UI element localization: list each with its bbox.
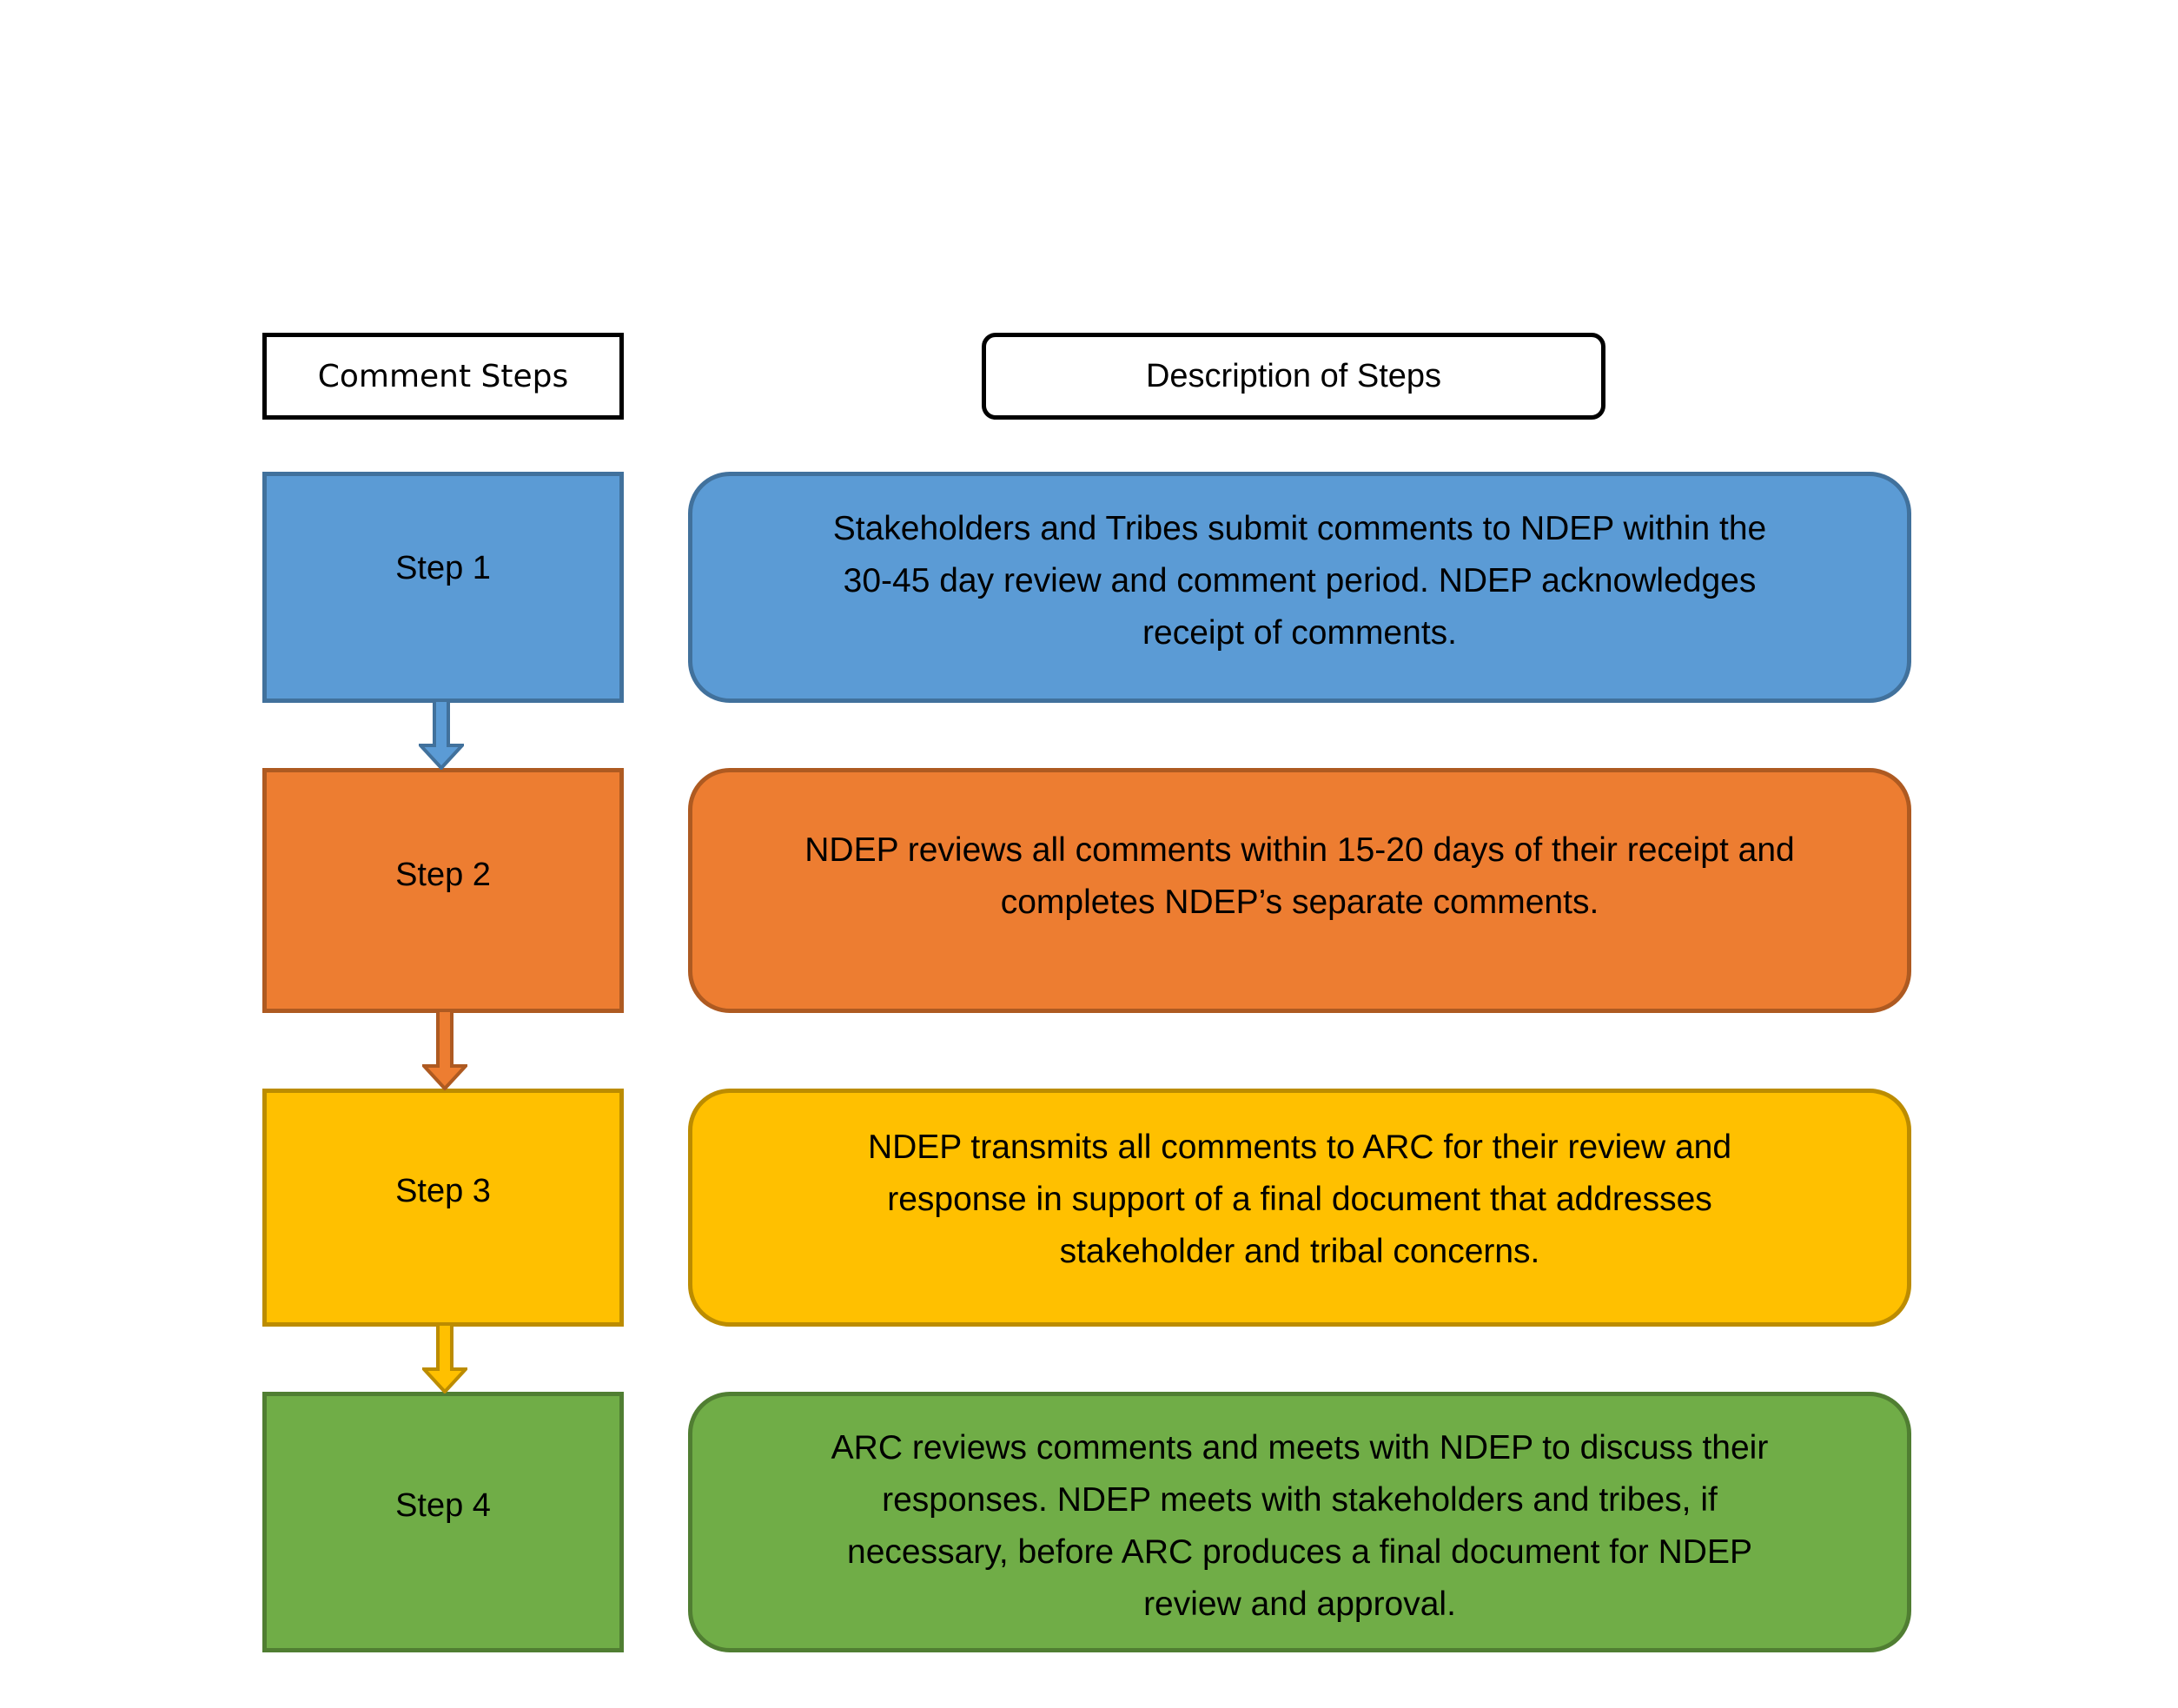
step-4-box: Step 4 — [262, 1392, 624, 1652]
step-3-box: Step 3 — [262, 1089, 624, 1327]
arrow-down-icon — [419, 700, 464, 770]
description-line: necessary, before ARC produces a final d… — [847, 1533, 1752, 1571]
description-line: responses. NDEP meets with stakeholders … — [882, 1481, 1718, 1519]
description-line: ARC reviews comments and meets with NDEP… — [831, 1429, 1769, 1466]
step-1-label: Step 1 — [395, 550, 491, 586]
description-line: 30-45 day review and comment period. NDE… — [843, 562, 1757, 599]
comment-steps-header: Comment Steps — [262, 333, 624, 420]
description-of-steps-header-label: Description of Steps — [1145, 357, 1442, 394]
step-2-description: NDEP reviews all comments within 15-20 d… — [688, 768, 1911, 1013]
step-2-box: Step 2 — [262, 768, 624, 1013]
description-line: Stakeholders and Tribes submit comments … — [832, 510, 1767, 547]
description-line: response in support of a final document … — [887, 1181, 1712, 1218]
step-1-box: Step 1 — [262, 472, 624, 703]
description-line: review and approval. — [1143, 1586, 1456, 1623]
step-4-description: ARC reviews comments and meets with NDEP… — [688, 1392, 1911, 1652]
comment-steps-header-label: Comment Steps — [317, 358, 569, 394]
step-3-label: Step 3 — [395, 1173, 491, 1209]
step-2-label: Step 2 — [395, 857, 491, 893]
description-line: stakeholder and tribal concerns. — [1059, 1233, 1540, 1270]
step-3-description: NDEP transmits all comments to ARC for t… — [688, 1089, 1911, 1327]
description-line: completes NDEP’s separate comments. — [1000, 884, 1599, 921]
description-line: NDEP transmits all comments to ARC for t… — [867, 1129, 1732, 1166]
description-of-steps-header: Description of Steps — [982, 333, 1605, 420]
description-line: NDEP reviews all comments within 15-20 d… — [804, 831, 1795, 869]
step-4-label: Step 4 — [395, 1487, 491, 1524]
arrow-down-icon — [422, 1010, 467, 1090]
description-line: receipt of comments. — [1142, 614, 1457, 652]
step-1-description: Stakeholders and Tribes submit comments … — [688, 472, 1911, 703]
arrow-down-icon — [422, 1324, 467, 1394]
